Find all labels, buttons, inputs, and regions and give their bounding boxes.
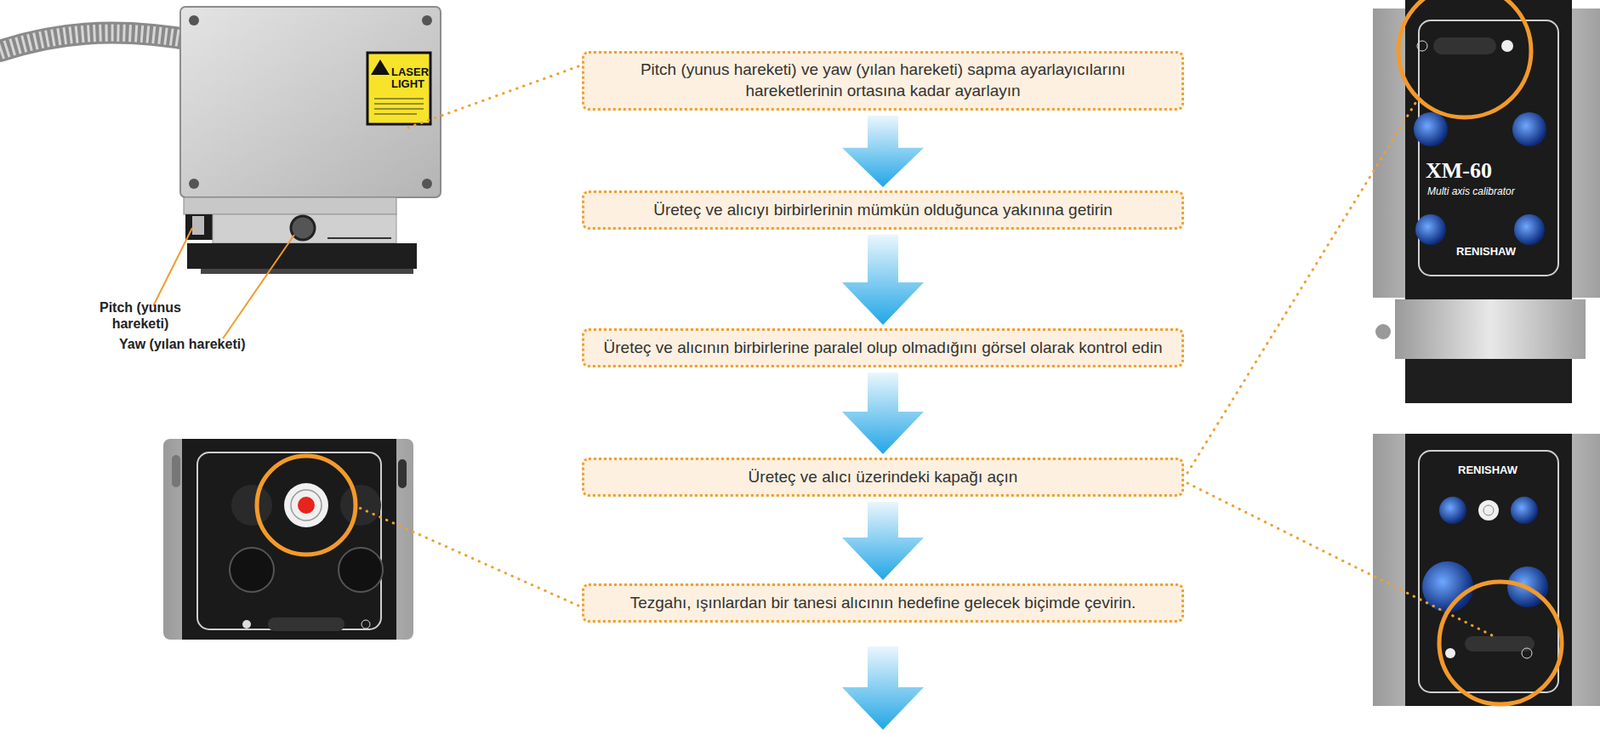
flow-arrow: [842, 646, 924, 730]
process-box: Tezgahı, ışınlardan bir tanesi alıcının …: [581, 583, 1185, 623]
process-box: Üreteç ve alıcı üzerindeki kapağı açın: [581, 457, 1185, 497]
step-text: Tezgahı, ışınlardan bir tanesi alıcının …: [620, 592, 1147, 615]
device-marking: RENISHAW: [1456, 244, 1550, 258]
flow-arrow: [842, 501, 924, 581]
flow-arrow: [842, 115, 924, 188]
part-label: Yaw (yılan hareketi): [119, 336, 290, 353]
device-marking: RENISHAW: [1457, 463, 1552, 477]
flow-arrow: [842, 234, 924, 325]
process-box: Pitch (yunus hareketi) ve yaw (yılan har…: [581, 51, 1185, 111]
process-box: Üreteç ve alıcının birbirlerine paralel …: [581, 328, 1185, 368]
device-marking: LASER LIGHT: [391, 66, 429, 90]
step-text: Üreteç ve alıcının birbirlerine paralel …: [593, 337, 1173, 359]
step-text: Üreteç ve alıcıyı birbirlerinin mümkün o…: [643, 199, 1123, 222]
part-label: Pitch (yunus hareketi): [76, 299, 205, 332]
device-marking: Multi axis calibrator: [1427, 185, 1555, 198]
receiver-target: [163, 438, 414, 640]
device-marking: XM-60: [1425, 158, 1545, 184]
step-text: Üreteç ve alıcı üzerindeki kapağı açın: [738, 466, 1029, 489]
xm60-face: [1372, 433, 1600, 707]
laser-unit: [0, 6, 441, 339]
flow-arrow: [842, 372, 924, 455]
xm60-unit: [1372, 0, 1600, 404]
leader-lines: [357, 66, 1498, 638]
step-text: Pitch (yunus hareketi) ve yaw (yılan har…: [584, 59, 1182, 102]
process-box: Üreteç ve alıcıyı birbirlerinin mümkün o…: [581, 190, 1185, 230]
